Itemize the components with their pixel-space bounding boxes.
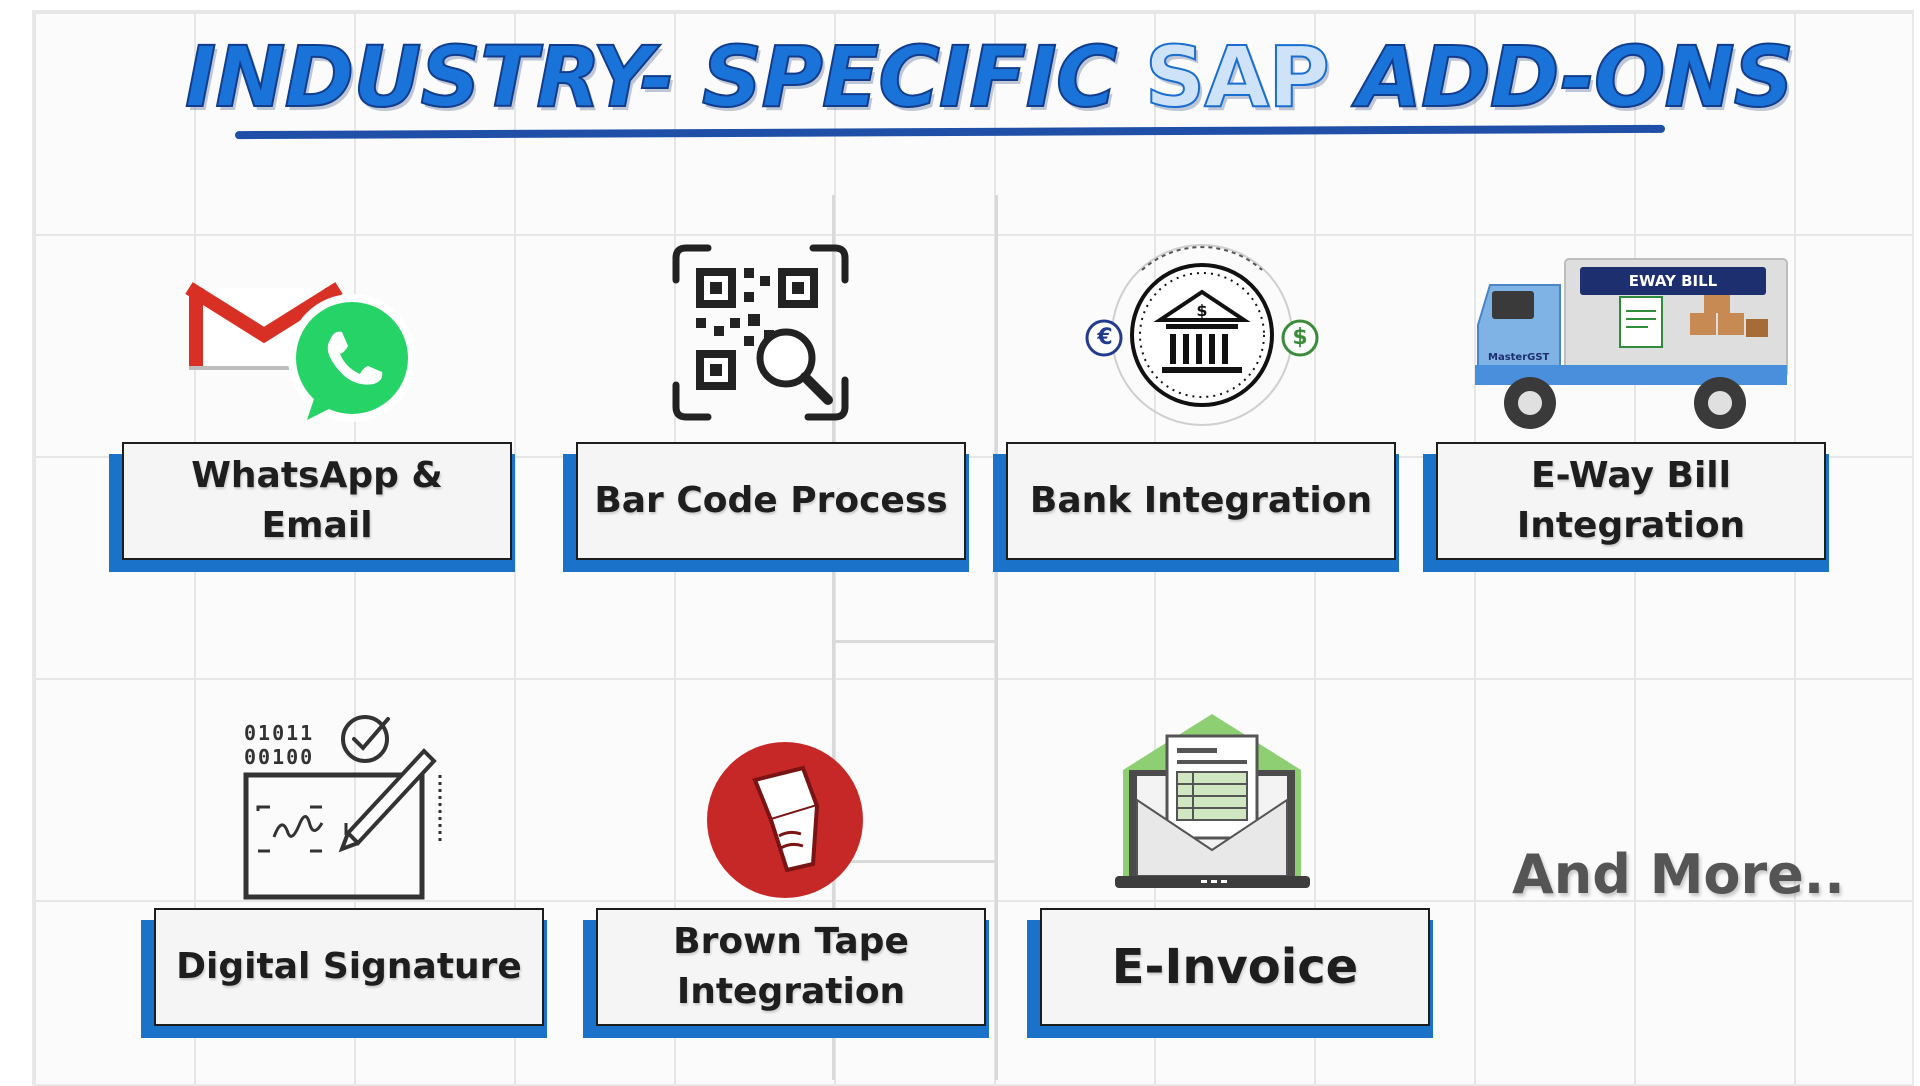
eway-bill-banner: EWAY BILL [1580, 267, 1766, 295]
card-label: Digital Signature [154, 908, 544, 1026]
truck-icon: EWAY BILL MasterGST [1470, 255, 1790, 435]
binary-text-line: 00100 [244, 745, 315, 769]
card-label: Bank Integration [1006, 442, 1396, 560]
whatsapp-gmail-icon [185, 280, 425, 430]
grid-divider [832, 195, 835, 1080]
bar-code-process-card[interactable]: Bar Code Process [563, 442, 969, 572]
card-label: E-Invoice [1040, 908, 1430, 1026]
e-invoice-card[interactable]: E-Invoice [1027, 908, 1433, 1038]
page-title: INDUSTRY- SPECIFIC SAP ADD-ONS [184, 27, 1795, 127]
grid-divider [832, 640, 997, 643]
binary-text-line: 01011 [244, 721, 315, 745]
grid-divider [832, 860, 997, 863]
e-invoice-icon [1115, 710, 1310, 900]
digital-signature-icon: 01011 00100 [240, 715, 450, 905]
and-more-text: And More.. [1512, 843, 1845, 906]
qr-code-search-icon [668, 240, 853, 425]
card-label: WhatsApp &Email [122, 442, 512, 560]
brown-tape-icon [705, 740, 865, 900]
truck-brand-label: MasterGST [1488, 352, 1550, 363]
whatsapp-email-card[interactable]: WhatsApp &Email [109, 442, 515, 572]
digital-signature-card[interactable]: Digital Signature [141, 908, 547, 1038]
bank-icon: $ € $ [1082, 240, 1322, 430]
grid-divider [995, 195, 998, 1080]
title-sap-highlight: SAP [1144, 27, 1331, 127]
euro-icon: € [1097, 325, 1113, 350]
bank-integration-card[interactable]: Bank Integration [993, 442, 1399, 572]
svg-text:$: $ [1196, 301, 1207, 320]
dollar-icon: $ [1292, 325, 1308, 350]
card-label: Bar Code Process [576, 442, 966, 560]
